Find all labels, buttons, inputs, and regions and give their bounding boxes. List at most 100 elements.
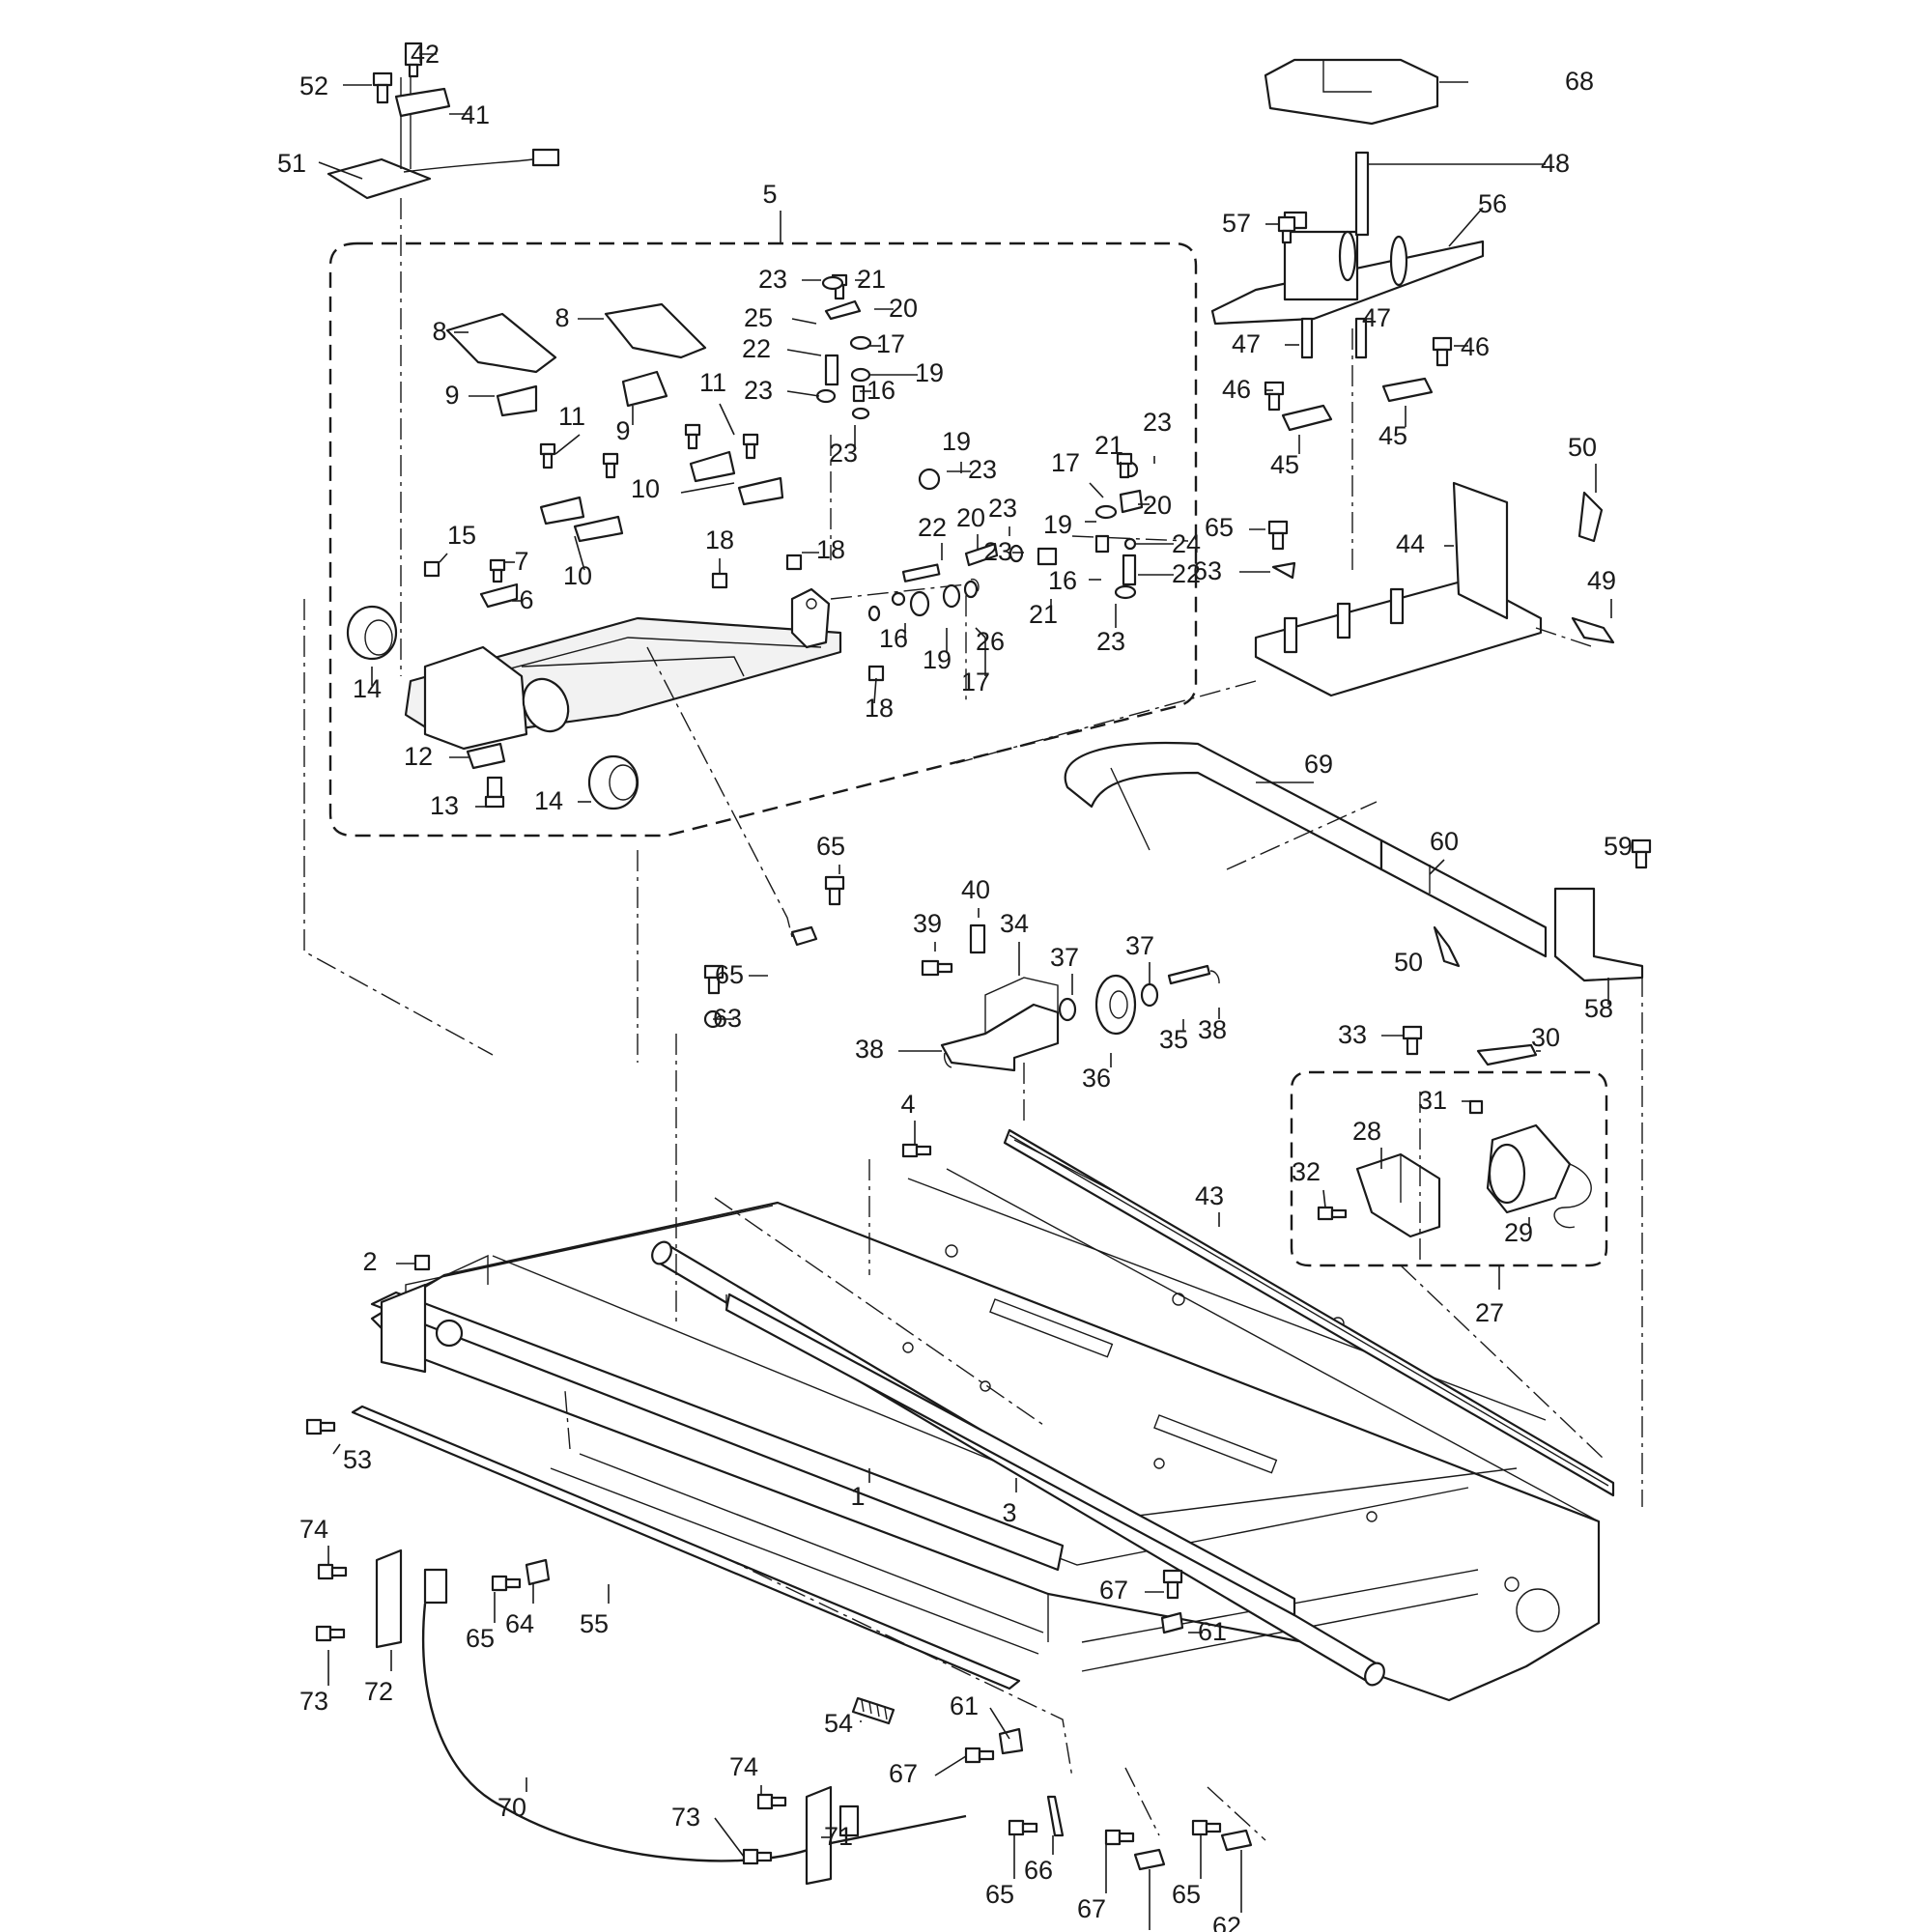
callout-label-17: 17 — [876, 329, 905, 358]
callout-label-70: 70 — [497, 1793, 526, 1822]
callout-label-67: 67 — [1099, 1576, 1128, 1605]
callout-label-61: 61 — [950, 1691, 979, 1720]
callout-label-60: 60 — [1430, 827, 1459, 856]
callout-label-64: 64 — [505, 1609, 534, 1638]
callout-label-10: 10 — [631, 474, 660, 503]
rack-rail-43 — [1003, 1128, 1615, 1497]
callout-label-49: 49 — [1587, 566, 1616, 595]
callout-leader-53 — [332, 1443, 341, 1455]
callout-label-23: 23 — [758, 265, 787, 294]
callout-label-69: 69 — [1304, 750, 1333, 779]
callout-label-21: 21 — [857, 265, 886, 294]
sensor-block — [423, 1568, 448, 1605]
callout-label-52: 52 — [299, 71, 328, 100]
callout-label-45: 45 — [1378, 421, 1407, 450]
bracket-41 — [394, 87, 451, 118]
plate-44 — [1254, 481, 1543, 697]
callout-leader-17 — [1089, 482, 1104, 498]
motor-bracket-28 — [1355, 1152, 1441, 1238]
callout-label-63: 63 — [713, 1004, 742, 1033]
bracket-72 — [375, 1548, 403, 1649]
callout-leader-22 — [786, 349, 822, 356]
callout-label-21: 21 — [1094, 431, 1123, 460]
callout-label-24: 24 — [1172, 529, 1201, 558]
callout-label-47: 47 — [1362, 303, 1391, 332]
callout-label-4: 4 — [900, 1090, 915, 1119]
callout-label-19: 19 — [923, 645, 952, 674]
callout-leader-25 — [791, 318, 817, 325]
bracket-58 — [1553, 887, 1644, 982]
callout-label-11: 11 — [558, 402, 585, 431]
callout-label-33: 33 — [1338, 1020, 1367, 1049]
callout-leader-56 — [1448, 207, 1484, 247]
callout-label-50: 50 — [1394, 948, 1423, 977]
callout-label-22: 22 — [1172, 559, 1201, 588]
shaft-35 — [1167, 964, 1211, 985]
callout-label-54: 54 — [824, 1709, 853, 1738]
callout-label-23: 23 — [983, 537, 1012, 566]
callout-label-18: 18 — [816, 535, 845, 564]
callout-label-5: 5 — [762, 180, 777, 209]
bracket-34 — [940, 977, 1060, 1072]
callout-label-27: 27 — [1475, 1298, 1504, 1327]
callout-label-72: 72 — [364, 1677, 393, 1706]
callout-label-16: 16 — [1048, 566, 1077, 595]
callout-leader-61 — [989, 1707, 1010, 1740]
callout-leader-11 — [719, 403, 735, 436]
callout-label-56: 56 — [1478, 189, 1507, 218]
callout-label-25: 25 — [744, 303, 773, 332]
callout-label-65: 65 — [1205, 513, 1234, 542]
callout-label-62: 62 — [1212, 1912, 1241, 1932]
callout-label-1: 1 — [850, 1482, 865, 1511]
slide-rod-55 — [351, 1405, 1021, 1690]
callout-label-65: 65 — [1172, 1880, 1201, 1909]
callout-label-20: 20 — [889, 294, 918, 323]
front-rail — [370, 1254, 1065, 1572]
callout-label-11: 11 — [699, 368, 726, 397]
callout-label-23: 23 — [1096, 627, 1125, 656]
callout-label-53: 53 — [343, 1445, 372, 1474]
callout-leader-32 — [1322, 1189, 1326, 1208]
cable-guide-69 — [1064, 741, 1383, 871]
callout-label-10: 10 — [563, 561, 592, 590]
callout-label-46: 46 — [1461, 332, 1490, 361]
callout-label-15: 15 — [447, 521, 476, 550]
callout-label-65: 65 — [816, 832, 845, 861]
callout-label-14: 14 — [534, 786, 563, 815]
callout-label-55: 55 — [580, 1609, 609, 1638]
callout-label-23: 23 — [968, 455, 997, 484]
callout-label-32: 32 — [1292, 1157, 1321, 1186]
callout-label-9: 9 — [615, 416, 630, 445]
callout-label-13: 13 — [430, 791, 459, 820]
callout-label-17: 17 — [1051, 448, 1080, 477]
callout-leader-60 — [1429, 859, 1445, 875]
callout-label-38: 38 — [855, 1035, 884, 1064]
callout-leader-67 — [934, 1755, 967, 1776]
callout-label-42: 42 — [411, 40, 440, 69]
callout-label-63: 63 — [1193, 556, 1222, 585]
callout-label-74: 74 — [299, 1515, 328, 1544]
callout-leader-18 — [873, 677, 877, 704]
callout-label-12: 12 — [404, 742, 433, 771]
cover-30 — [1476, 1043, 1538, 1066]
callout-label-23: 23 — [1143, 408, 1172, 437]
callout-label-36: 36 — [1082, 1064, 1111, 1093]
callout-leader-26 — [975, 627, 986, 639]
subassembly-27-outline — [1290, 1070, 1608, 1267]
callout-label-7: 7 — [514, 547, 528, 576]
spring-54 — [851, 1696, 895, 1725]
callout-label-71: 71 — [824, 1822, 853, 1851]
callout-label-30: 30 — [1531, 1023, 1560, 1052]
callout-label-20: 20 — [1143, 491, 1172, 520]
callout-label-73: 73 — [299, 1687, 328, 1716]
callout-label-68: 68 — [1565, 67, 1594, 96]
callout-label-47: 47 — [1232, 329, 1261, 358]
callout-leader-23 — [786, 390, 820, 397]
callout-label-57: 57 — [1222, 209, 1251, 238]
bracket-56 — [1210, 230, 1485, 326]
callout-label-28: 28 — [1352, 1117, 1381, 1146]
callout-label-18: 18 — [865, 694, 894, 723]
callout-label-65: 65 — [715, 960, 744, 989]
callout-label-40: 40 — [961, 875, 990, 904]
